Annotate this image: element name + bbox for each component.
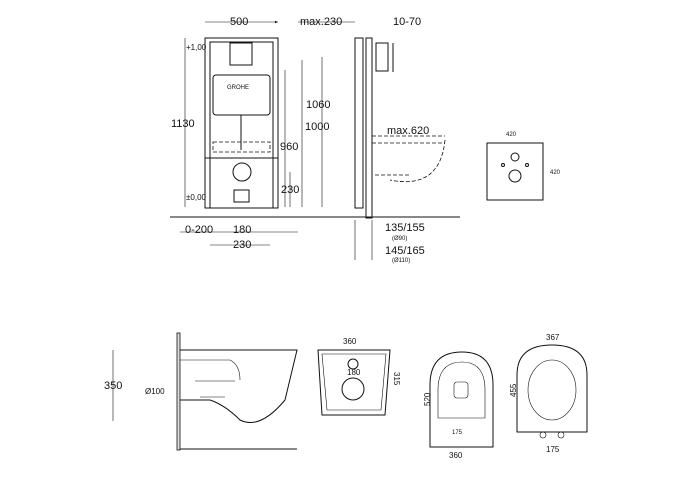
seat-top-view: 367 175 455	[509, 333, 588, 454]
back-height: 315	[392, 372, 401, 386]
seat-width: 367	[546, 333, 560, 342]
dim-dia-90: (Ø90)	[392, 236, 407, 242]
level-top: +1,00	[186, 43, 207, 52]
top-width: 360	[449, 451, 463, 460]
seat-hinge: 175	[546, 445, 560, 454]
dim-max-620: max.620	[387, 125, 429, 137]
dim-500: 500	[230, 16, 248, 28]
mounting-plate: 420 420	[486, 132, 561, 201]
dim-135-155: 135/155	[385, 222, 425, 234]
frame-side-view: max.230 10-70 max.620 135/155 (Ø90) 145/…	[298, 16, 446, 264]
dim-180: 180	[233, 224, 251, 236]
dim-1060: 1060	[306, 99, 330, 111]
dim-350: 350	[104, 380, 122, 392]
bolt-spacing: 180	[347, 368, 361, 377]
dim-dia-100: Ø100	[145, 387, 165, 396]
dim-1000: 1000	[305, 121, 329, 133]
brand-logo: GROHE	[227, 85, 249, 91]
dim-960: 960	[280, 141, 298, 153]
bowl-side-view: 350 Ø100	[104, 332, 298, 451]
top-length: 520	[423, 392, 432, 406]
dim-max-230: max.230	[300, 16, 342, 28]
bowl-top-view: 175 360 520	[423, 351, 494, 460]
dim-1130: 1130	[171, 118, 195, 130]
dim-145-165: 145/165	[385, 245, 425, 257]
dim-0-200: 0-200	[185, 224, 213, 236]
plate-height: 420	[550, 170, 561, 176]
back-width: 360	[343, 337, 357, 346]
frame-front-view: GROHE 500 1130 +1,00 ±0,00 1060 1000 960…	[170, 16, 460, 251]
dim-230-width: 230	[233, 239, 251, 251]
bowl-back-view: 180 360 315	[317, 337, 401, 416]
dim-dia-110: (Ø110)	[392, 258, 410, 264]
dim-230-height: 230	[281, 184, 299, 196]
dim-10-70: 10-70	[393, 16, 421, 28]
top-inner-width: 175	[452, 430, 463, 436]
plate-width: 420	[506, 132, 517, 138]
level-zero: ±0,00	[186, 193, 207, 202]
seat-length: 455	[509, 383, 518, 397]
